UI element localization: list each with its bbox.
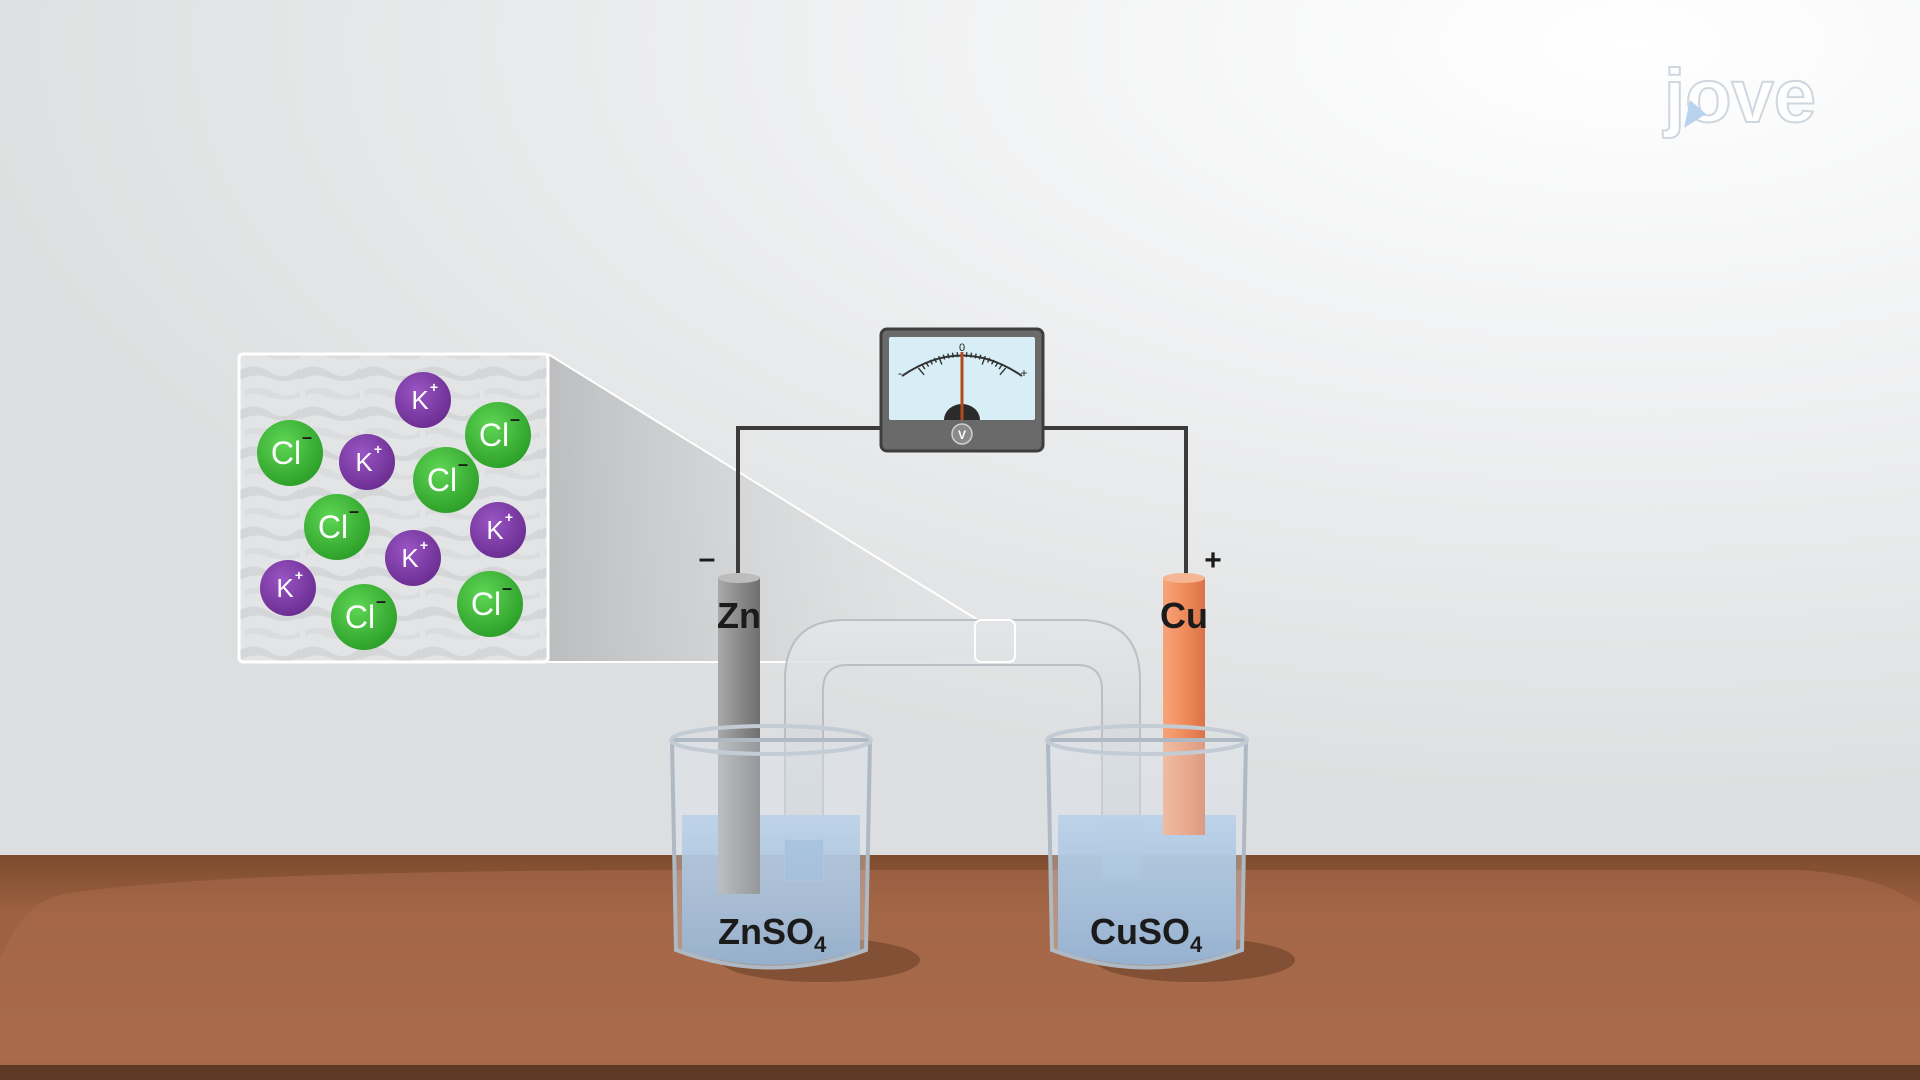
anion-symbol: Cl: [271, 435, 301, 471]
voltmeter-minus-label: -: [898, 366, 902, 380]
voltmeter-tick: [942, 354, 946, 360]
anion-charge: –: [458, 454, 468, 474]
anion-symbol: Cl: [318, 509, 348, 545]
anion-charge: –: [502, 578, 512, 598]
anion-symbol: Cl: [479, 417, 509, 453]
voltmeter-unit-label: V: [958, 428, 966, 442]
cation-charge: +: [374, 441, 382, 457]
beaker-right-glass: [1045, 738, 1249, 970]
wire-left: [736, 426, 885, 580]
cation-sphere: [385, 530, 441, 586]
anion-particle: Cl–: [457, 571, 523, 637]
voltmeter-tick: [933, 357, 938, 363]
cation-charge: +: [430, 379, 438, 395]
cation-charge: +: [420, 537, 428, 553]
voltmeter-tick: [990, 359, 995, 365]
voltmeter-tick: [999, 367, 1007, 376]
voltmeter-tick: [951, 352, 954, 358]
zinc-electrode: [718, 577, 760, 894]
cation-symbol: K: [401, 543, 419, 573]
voltmeter-tick: [981, 355, 986, 365]
anion-sphere: [257, 420, 323, 486]
anion-sphere: [331, 584, 397, 650]
voltmeter-tick: [986, 357, 991, 363]
cathode-sign: +: [1204, 544, 1222, 577]
voltmeter-tick: [921, 364, 926, 370]
anion-charge: –: [376, 591, 386, 611]
copper-electrode-top: [1163, 573, 1205, 583]
cation-particle: K+: [260, 560, 316, 616]
beaker-right: CuSO4: [1045, 573, 1295, 982]
salt-bridge-left-leg-immersed: [785, 840, 823, 880]
beaker-left-glass: [669, 738, 873, 970]
anion-charge: –: [510, 409, 520, 429]
beaker-right-rim: [1045, 724, 1249, 756]
voltmeter-tick: [978, 354, 982, 360]
anion-particle: Cl–: [413, 447, 479, 513]
beaker-left-label: ZnSO4: [718, 911, 827, 957]
anion-symbol: Cl: [345, 599, 375, 635]
voltmeter-tick: [947, 353, 950, 359]
anion-particle: Cl–: [465, 402, 531, 468]
voltmeter: 0 - + V: [879, 327, 1045, 453]
anion-sphere: [457, 571, 523, 637]
table-edge: [0, 1065, 1920, 1080]
voltmeter-ticks: [917, 352, 1007, 376]
anion-sphere: [413, 447, 479, 513]
jove-logo: jove: [1661, 53, 1817, 140]
voltmeter-tick: [998, 364, 1003, 370]
ion-group: K+Cl–K+Cl–Cl–Cl–K+K+K+Cl–Cl–: [257, 372, 531, 650]
anion-symbol: Cl: [427, 462, 457, 498]
anion-charge: –: [349, 501, 359, 521]
beaker-right-solution: [1058, 815, 1236, 965]
anion-particle: Cl–: [257, 420, 323, 486]
cathode-label: Cu: [1160, 595, 1208, 636]
anion-particle: Cl–: [331, 584, 397, 650]
anion-sphere: [304, 494, 370, 560]
anion-symbol: Cl: [471, 586, 501, 622]
cation-symbol: K: [276, 573, 294, 603]
cation-charge: +: [295, 567, 303, 583]
cation-sphere: [470, 502, 526, 558]
table-highlight: [0, 870, 1920, 1060]
cation-sphere: [260, 560, 316, 616]
cation-particle: K+: [395, 372, 451, 428]
zinc-electrode-top: [718, 573, 760, 583]
ion-zoom-inset: K+Cl–K+Cl–Cl–Cl–K+K+K+Cl–Cl–: [237, 352, 550, 664]
voltmeter-tick: [970, 352, 973, 358]
salt-bridge-zoom-window: [974, 619, 1016, 663]
anode-sign: –: [699, 542, 716, 575]
cation-particle: K+: [339, 434, 395, 490]
cation-symbol: K: [355, 447, 373, 477]
anion-sphere: [465, 402, 531, 468]
cation-charge: +: [505, 509, 513, 525]
anion-charge: –: [302, 427, 312, 447]
voltmeter-tick: [929, 359, 934, 365]
zoom-line-top: [547, 353, 979, 621]
cation-sphere: [395, 372, 451, 428]
cation-symbol: K: [486, 515, 504, 545]
voltmeter-tick: [994, 361, 999, 367]
zoom-projection: [548, 354, 978, 662]
logo-bubble-icon: [1684, 100, 1706, 128]
voltmeter-plus-label: +: [1020, 366, 1027, 380]
anion-particle: Cl–: [304, 494, 370, 560]
cation-symbol: K: [411, 385, 429, 415]
beaker-right-label: CuSO4: [1090, 911, 1203, 957]
beaker-left: ZnSO4: [669, 573, 920, 982]
beaker-left-rim: [669, 724, 873, 756]
anode-label: Zn: [717, 595, 761, 636]
copper-electrode: [1163, 577, 1205, 835]
voltmeter-unit-badge: [951, 423, 973, 445]
voltmeter-tick: [925, 361, 930, 367]
voltmeter-tick: [917, 367, 925, 376]
cation-particle: K+: [385, 530, 441, 586]
voltmeter-tick: [974, 353, 977, 359]
wire-right: [1040, 426, 1188, 580]
cation-sphere: [339, 434, 395, 490]
cation-particle: K+: [470, 502, 526, 558]
voltmeter-tick: [938, 355, 943, 365]
voltmeter-zero-label: 0: [959, 342, 965, 354]
